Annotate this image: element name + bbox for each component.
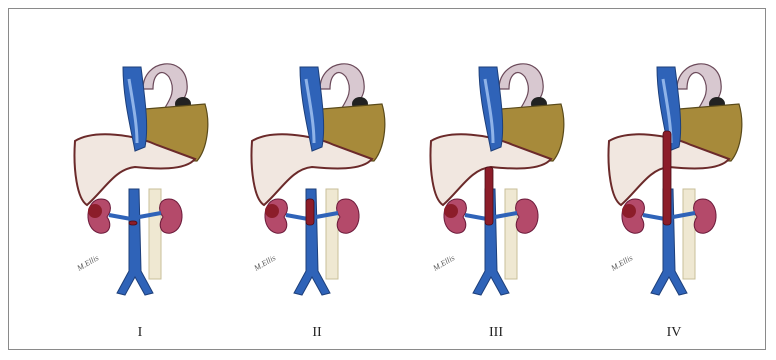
tumor-thrombus [306,199,314,225]
renal-tumor [88,204,102,218]
panel-label-1: I [65,325,215,341]
anatomy-diagram-2: M.Ellis [242,49,392,299]
artist-signature: M.Ellis [252,253,278,273]
right-kidney [516,199,538,233]
left-renal-vein [643,215,665,219]
tumor-thrombus [129,221,137,225]
anatomy-diagram-3: M.Ellis [421,49,571,299]
tumor-thrombus [485,167,493,225]
panel-stage-1: M.Ellis [65,49,215,299]
tumor-thrombus [663,131,671,225]
left-renal-vein [109,215,131,219]
abdominal-aorta [149,189,161,279]
abdominal-aorta [326,189,338,279]
left-renal-vein [286,215,308,219]
artist-signature: M.Ellis [609,253,635,273]
right-kidney [694,199,716,233]
vena-cava-lower [117,189,153,295]
panel-label-2: II [242,325,392,341]
panel-stage-4: M.Ellis [599,49,749,299]
renal-tumor [622,204,636,218]
left-renal-vein [465,215,487,219]
artist-signature: M.Ellis [75,253,101,273]
right-kidney [160,199,182,233]
artist-signature: M.Ellis [431,253,457,273]
anatomy-diagram-4: M.Ellis [599,49,749,299]
panel-stage-2: M.Ellis [242,49,392,299]
abdominal-aorta [505,189,517,279]
renal-tumor [265,204,279,218]
panel-stage-3: M.Ellis [421,49,571,299]
figure-frame: M.Ellis I M.Ellis II M.Ellis III M.Ellis… [8,8,766,350]
panel-label-3: III [421,325,571,341]
panel-label-4: IV [599,325,749,341]
renal-tumor [444,204,458,218]
abdominal-aorta [683,189,695,279]
anatomy-diagram-1: M.Ellis [65,49,215,299]
right-kidney [337,199,359,233]
